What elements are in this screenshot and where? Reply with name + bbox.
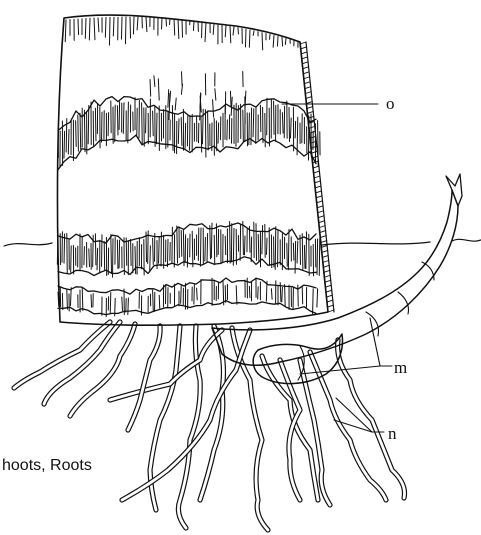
top-fringe — [65, 17, 298, 50]
soil-line — [4, 239, 481, 246]
dark-bands — [57, 72, 320, 317]
roots — [14, 322, 405, 530]
soil-block — [57, 15, 334, 325]
label-m: m — [394, 358, 407, 377]
caption: hoots, Roots — [2, 457, 92, 474]
label-n: n — [388, 424, 397, 443]
label-o: o — [386, 94, 395, 113]
